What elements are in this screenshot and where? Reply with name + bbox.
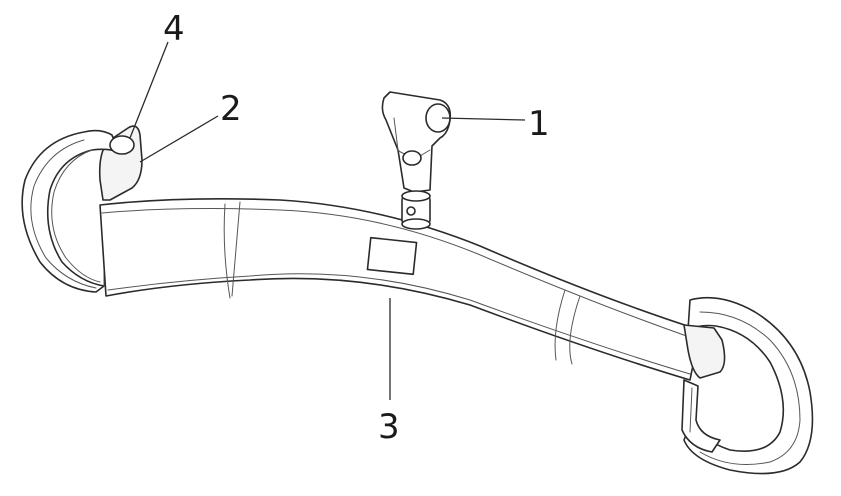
callout-3: 3 bbox=[378, 407, 400, 447]
leader-line-1 bbox=[441, 117, 526, 121]
callout-2: 2 bbox=[220, 89, 242, 129]
right-hook bbox=[681, 296, 814, 475]
label-plate bbox=[366, 236, 418, 276]
leader-line-4 bbox=[129, 41, 169, 139]
left-hook-pin bbox=[109, 135, 135, 155]
leader-lines bbox=[129, 41, 526, 400]
leader-line-2 bbox=[139, 115, 219, 163]
callouts: 1 2 3 4 bbox=[163, 9, 550, 447]
callout-1: 1 bbox=[528, 104, 550, 144]
main-bar bbox=[99, 197, 701, 381]
left-hook bbox=[21, 125, 143, 293]
center-shackle bbox=[381, 91, 452, 230]
callout-4: 4 bbox=[163, 9, 185, 49]
